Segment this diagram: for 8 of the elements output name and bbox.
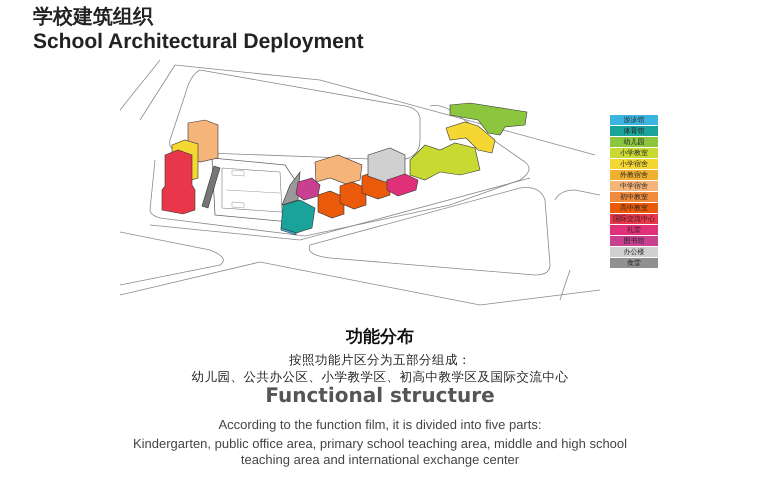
intro-text: 按照功能片区分为五部分组成：: [288, 352, 472, 369]
heading: Functional structure: [264, 383, 496, 407]
intro-text: 幼儿园、公共办公区、小学教学区、初高中教学区及国际交流中心: [190, 369, 570, 386]
heading: 功能分布: [344, 326, 415, 348]
description-text: Kindergarten, public office area, primary school teaching area, middle and high school teaching area and international exchange center: [132, 436, 628, 468]
title: 学校建筑组织: [33, 3, 153, 30]
description-text: According to the function film, it is divided into five parts:: [218, 417, 542, 432]
subtitle: School Architectural Deployment: [33, 30, 364, 54]
